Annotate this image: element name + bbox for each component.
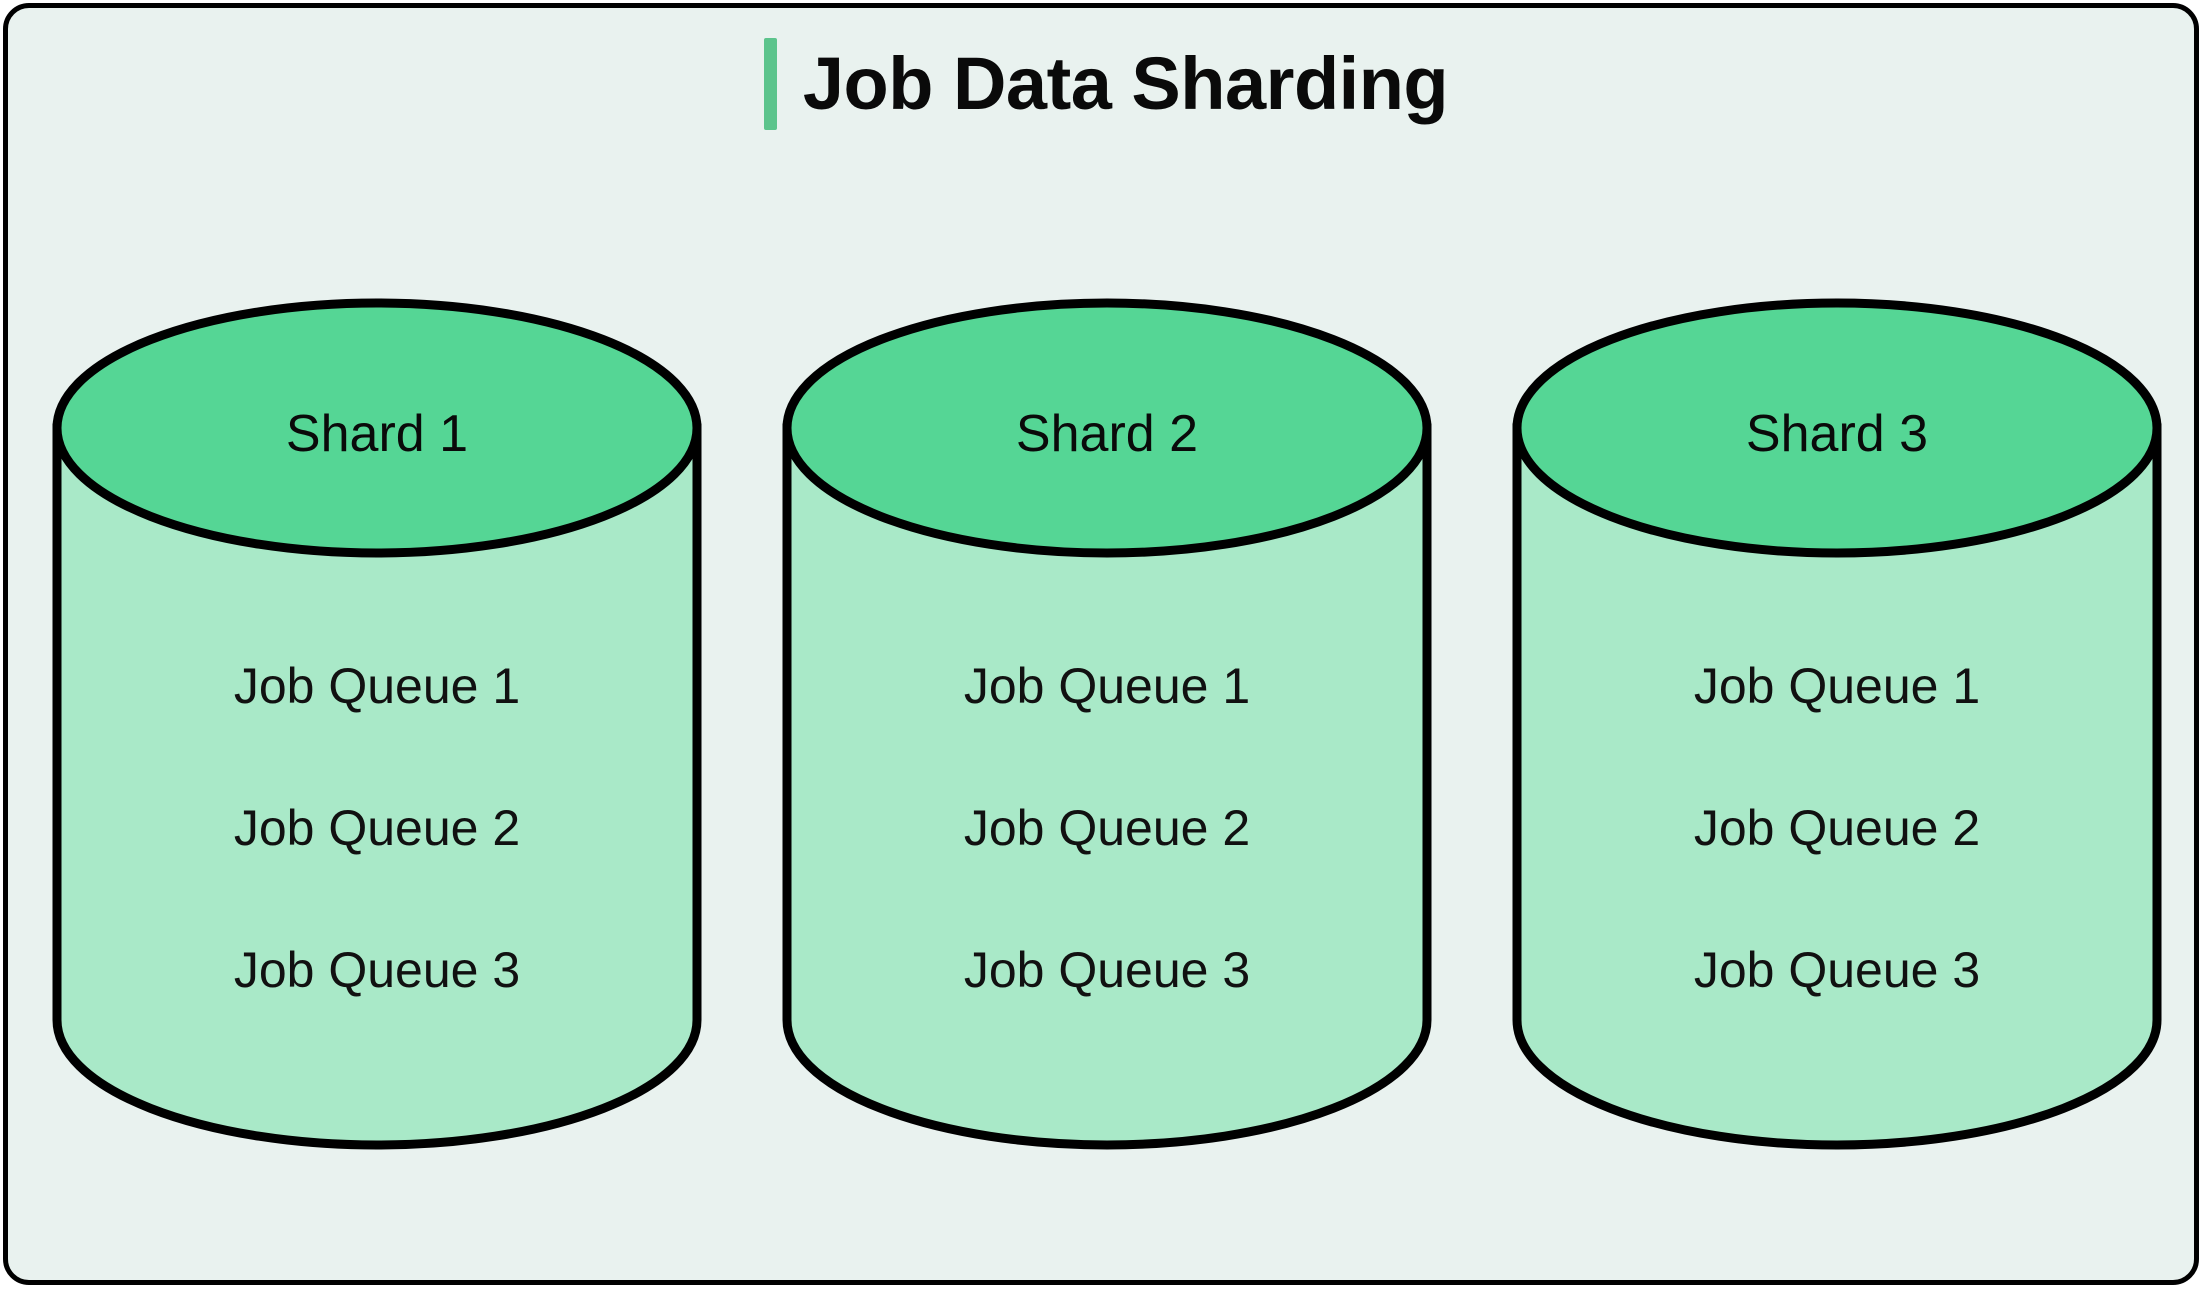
cylinder-body-1 [52, 423, 702, 1150]
cylinder-top-2 [782, 298, 1432, 558]
cylinder-top-1 [52, 298, 702, 558]
shard-cylinder-1[interactable] [52, 298, 702, 1150]
shard-cylinder-2[interactable] [782, 298, 1432, 1150]
diagram-title-group: Job Data Sharding [0, 38, 2212, 130]
shard-cylinder-3[interactable] [1512, 298, 2162, 1150]
title-accent-bar [763, 38, 777, 130]
cylinder-body-2 [782, 423, 1432, 1150]
cylinder-body-3 [1512, 423, 2162, 1150]
cylinder-top-3 [1512, 298, 2162, 558]
page-title: Job Data Sharding [802, 42, 1449, 125]
